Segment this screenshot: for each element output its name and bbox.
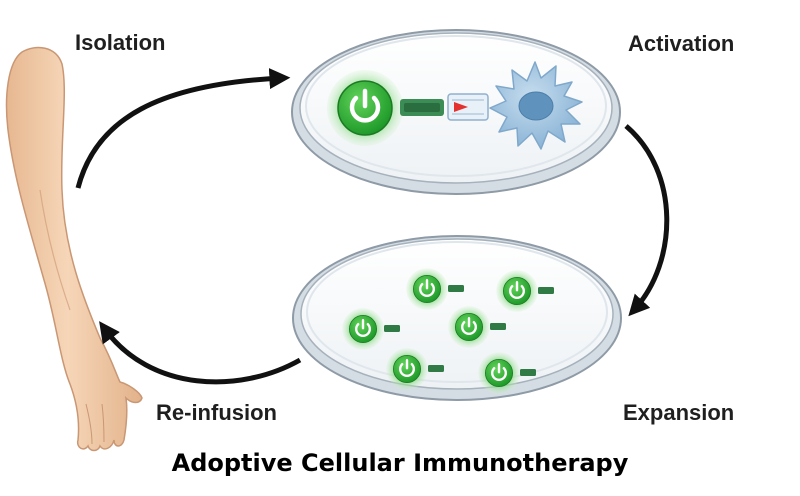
diagram-caption: Adoptive Cellular Immunotherapy (171, 449, 629, 477)
t-cell-power-button-icon (327, 70, 403, 146)
reinfusion-label: Re-infusion (156, 400, 277, 425)
expanded-t-cell (385, 347, 444, 391)
human-arm-icon (5, 46, 143, 452)
expansion-label: Expansion (623, 400, 735, 425)
expansion-arrow (624, 124, 670, 317)
dendritic-cell-icon (489, 61, 583, 150)
isolation-arrow (75, 68, 291, 189)
activation-label: Activation (628, 31, 735, 56)
expanded-t-cell (447, 305, 506, 349)
expanded-t-cell (405, 267, 464, 311)
receptor-antigen-interaction (400, 93, 489, 121)
expanded-t-cell (495, 269, 554, 313)
expanded-t-cells (341, 267, 554, 395)
reinfusion-arrow (99, 321, 302, 385)
expanded-t-cell (477, 351, 536, 395)
expanded-t-cell (341, 307, 400, 351)
isolation-label: Isolation (75, 30, 166, 55)
